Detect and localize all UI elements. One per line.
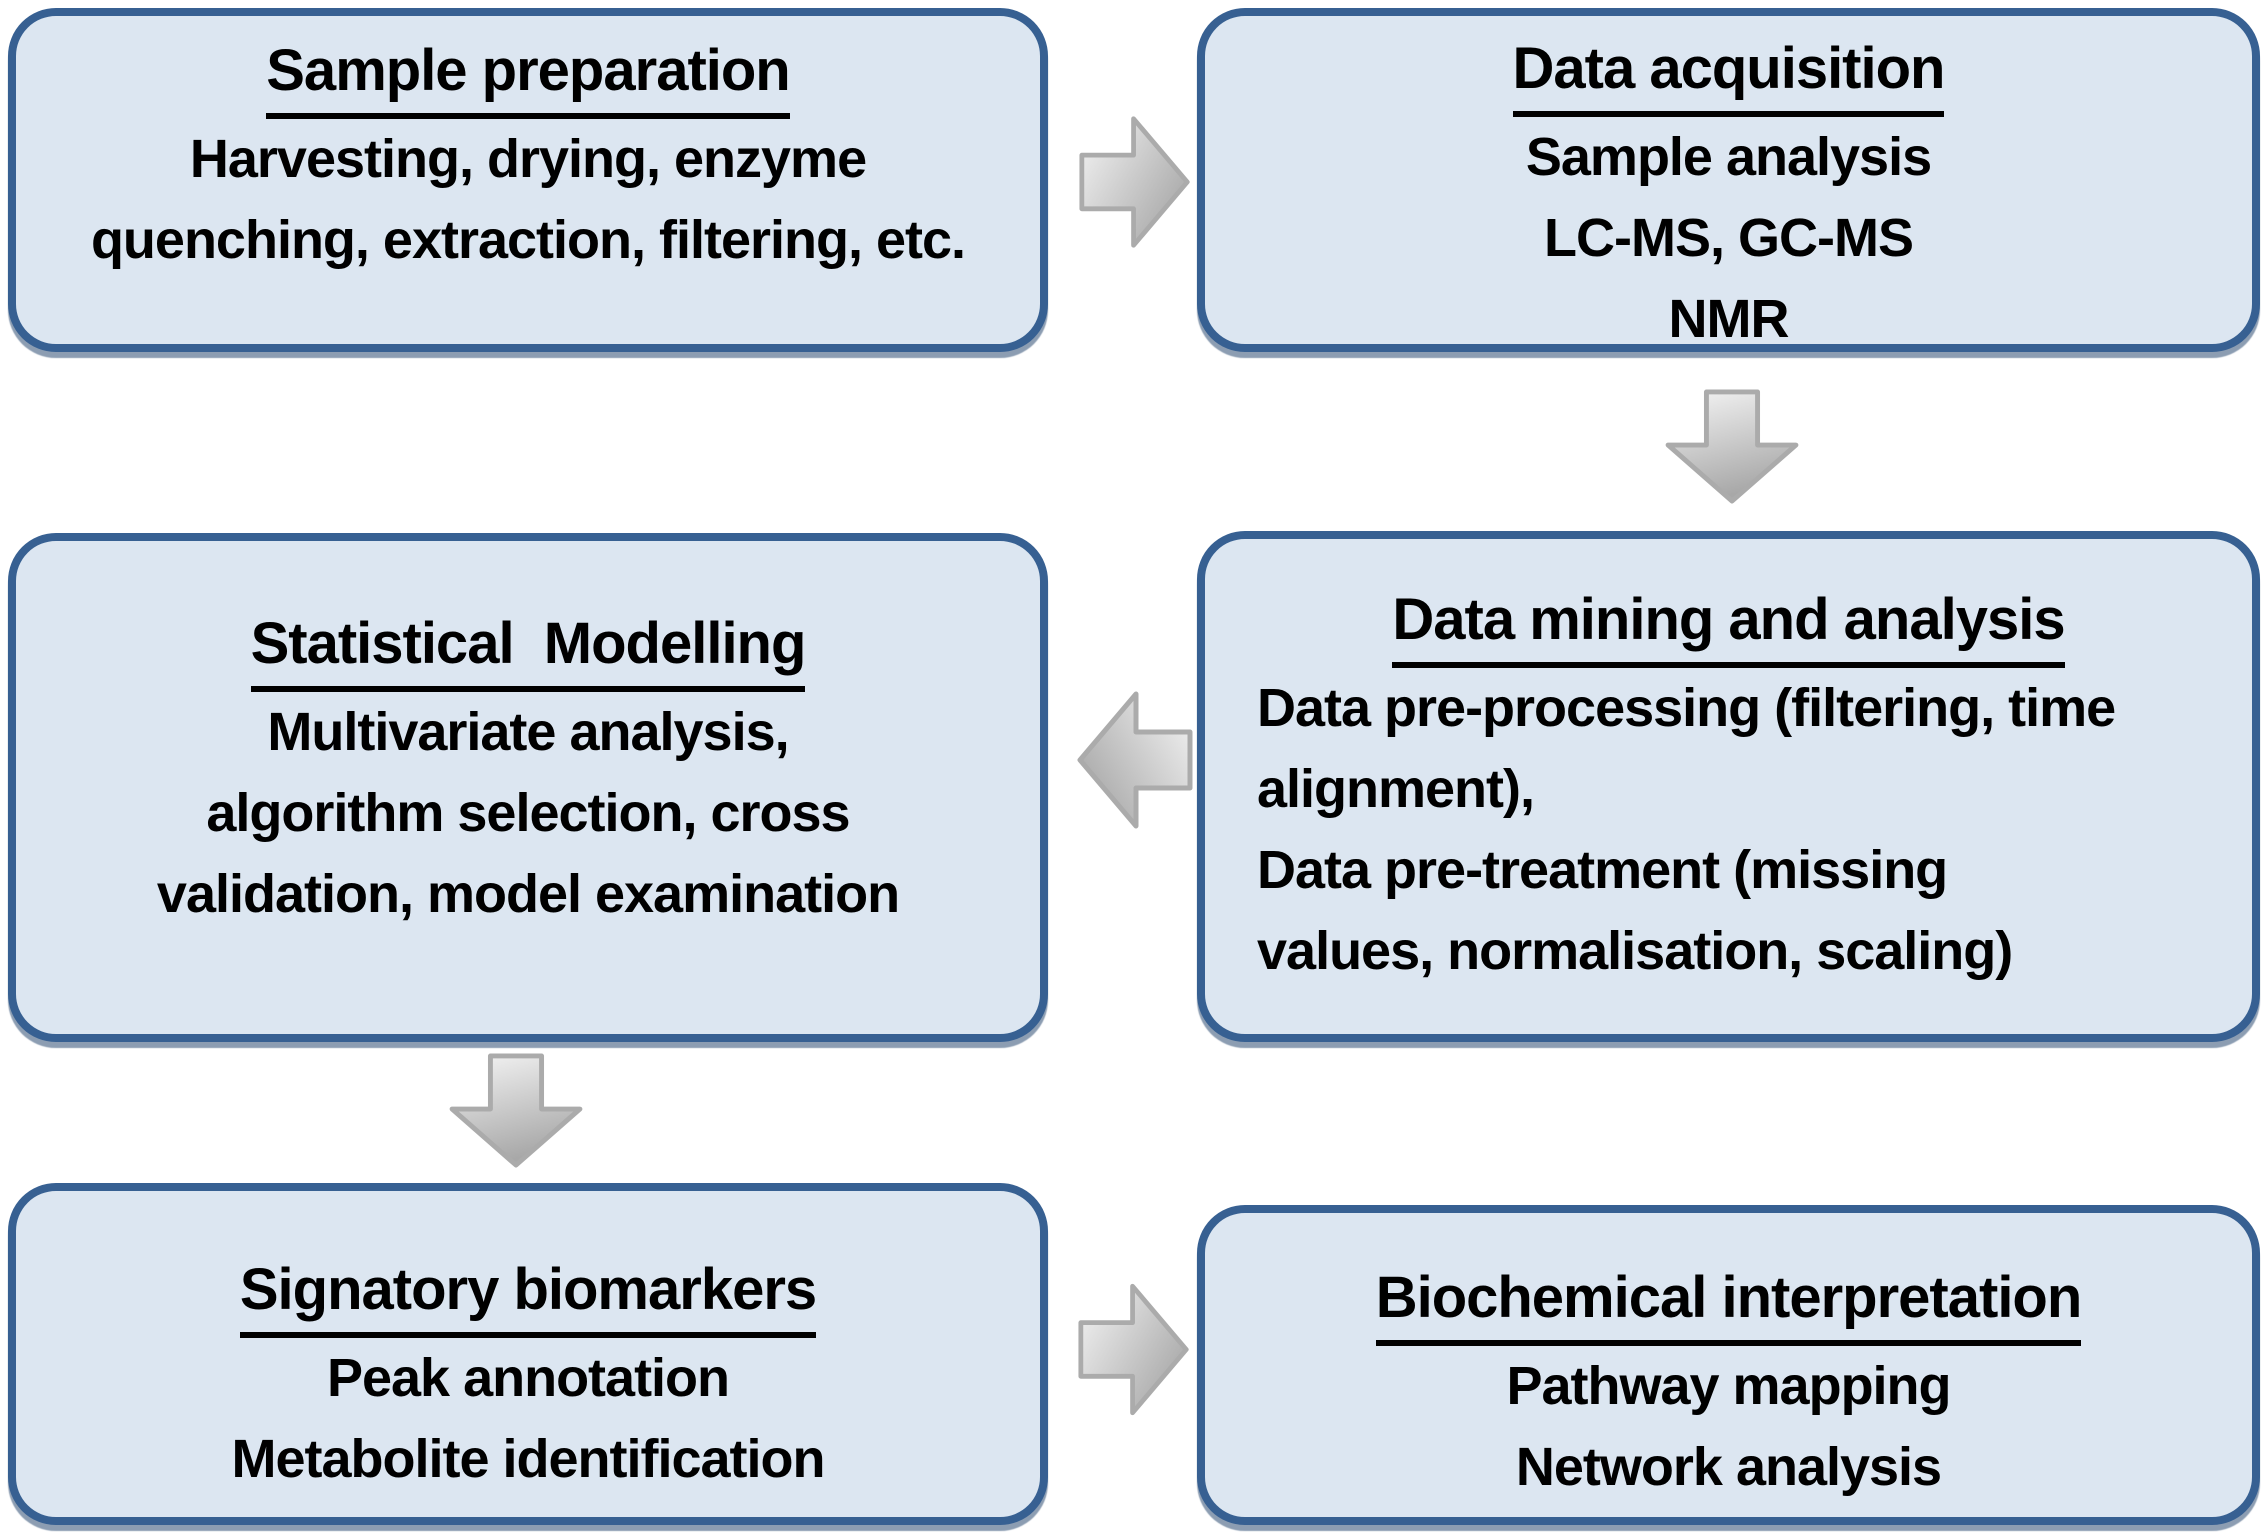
box-title-text: Data mining and analysis (1392, 579, 2066, 668)
arrow-down-icon-data-acquisition-to-data-mining (1665, 389, 1799, 504)
box-title-sample-preparation: Sample preparation (266, 30, 791, 119)
box-title-text: Statistical Modelling (250, 603, 806, 692)
box-body-biochemical-interpretation: Pathway mapping Network analysis (1506, 1356, 1951, 1497)
box-title-signatory-biomarkers: Signatory biomarkers (239, 1249, 817, 1338)
flow-box-statistical-modelling: Statistical Modelling Multivariate analy… (8, 533, 1048, 1042)
box-title-text: Signatory biomarkers (239, 1249, 817, 1338)
box-body-signatory-biomarkers: Peak annotation Metabolite identificatio… (231, 1348, 825, 1489)
arrow-right-icon-sample-preparation-to-data-acquisition (1079, 116, 1190, 248)
arrow-right-icon-signatory-biomarkers-to-biochemical-interpretation (1078, 1283, 1189, 1416)
box-title-text: Sample preparation (266, 30, 791, 119)
flow-box-data-mining-and-analysis: Data mining and analysis Data pre-proces… (1197, 531, 2260, 1042)
flow-box-signatory-biomarkers: Signatory biomarkers Peak annotation Met… (8, 1183, 1048, 1525)
box-title-statistical-modelling: Statistical Modelling (250, 603, 806, 692)
box-body-data-mining-and-analysis: Data pre-processing (filtering, time ali… (1257, 678, 2116, 981)
box-title-data-acquisition: Data acquisition (1512, 28, 1945, 117)
box-title-biochemical-interpretation: Biochemical interpretation (1375, 1257, 2082, 1346)
flow-box-data-acquisition: Data acquisition Sample analysis LC-MS, … (1197, 8, 2260, 352)
box-title-data-mining-and-analysis: Data mining and analysis (1392, 579, 2066, 668)
arrow-down-icon-statistical-modelling-to-signatory-biomarkers (449, 1053, 583, 1168)
box-title-text: Data acquisition (1512, 28, 1945, 117)
flow-box-sample-preparation: Sample preparation Harvesting, drying, e… (8, 8, 1048, 352)
box-body-data-acquisition: Sample analysis LC-MS, GC-MS NMR (1525, 127, 1932, 349)
box-title-text: Biochemical interpretation (1375, 1257, 2082, 1346)
box-body-statistical-modelling: Multivariate analysis, algorithm selecti… (156, 702, 900, 924)
arrow-left-icon-data-mining-to-statistical-modelling (1077, 691, 1193, 829)
flow-box-biochemical-interpretation: Biochemical interpretation Pathway mappi… (1197, 1205, 2260, 1525)
box-body-sample-preparation: Harvesting, drying, enzyme quenching, ex… (90, 129, 966, 270)
